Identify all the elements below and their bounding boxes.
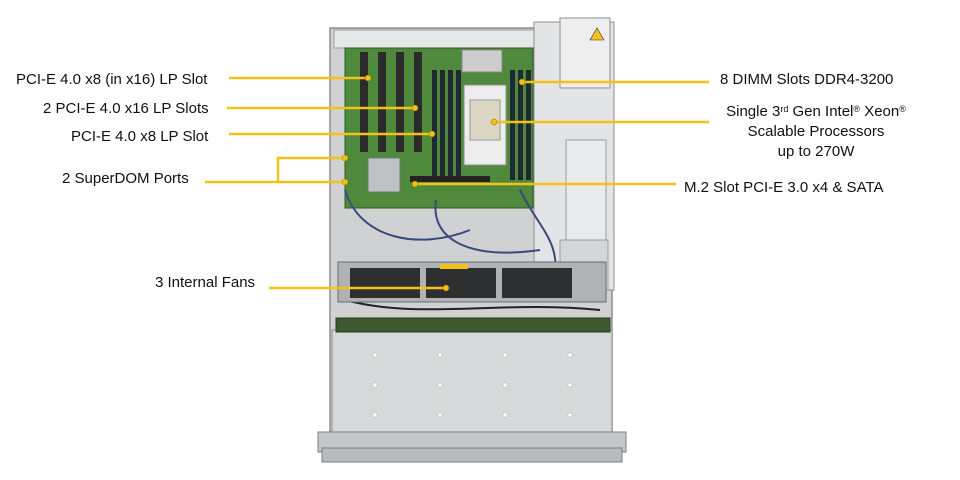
- label-fans: 3 Internal Fans: [155, 274, 256, 291]
- callout-lines: [205, 76, 709, 290]
- label-dimm: 8 DIMM Slots DDR4-3200: [720, 71, 894, 88]
- label-pcie-x8: PCI-E 4.0 x8 LP Slot: [71, 128, 209, 145]
- motherboard: [344, 47, 534, 209]
- label-pcie-x16-slots: 2 PCI-E 4.0 x16 LP Slots: [43, 100, 209, 117]
- label-cpu-line2: Scalable Processors: [747, 123, 885, 140]
- fan-assembly: [337, 261, 607, 303]
- label-cpu: Single 3rd Gen Intel® Xeon® Scalable Pro…: [716, 102, 916, 162]
- callout-dots: [341, 74, 526, 292]
- label-superdom: 2 SuperDOM Ports: [62, 170, 189, 187]
- label-cpu-line1: Single 3rd Gen Intel® Xeon®: [726, 103, 906, 120]
- label-pcie-x8-in-x16: PCI-E 4.0 x8 (in x16) LP Slot: [16, 71, 208, 88]
- label-m2: M.2 Slot PCI-E 3.0 x4 & SATA: [684, 179, 884, 196]
- label-cpu-line3: up to 270W: [777, 143, 855, 160]
